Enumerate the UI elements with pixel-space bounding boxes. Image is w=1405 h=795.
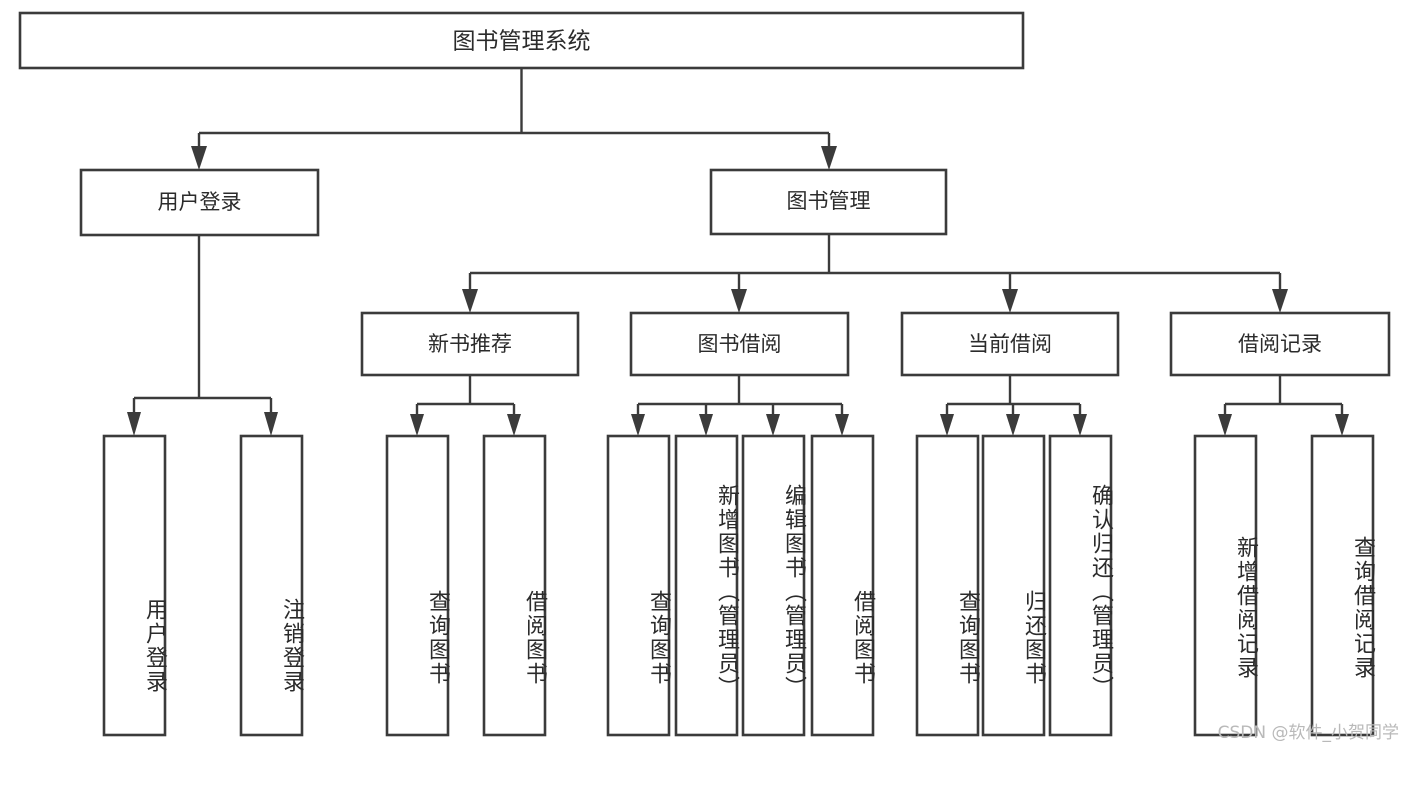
arrow-leaf-add-record (1218, 414, 1232, 436)
arrow-borrow-record (1272, 289, 1288, 313)
arrow-leaf-query-book-3 (940, 414, 954, 436)
node-borrow-record[interactable]: 借阅记录 (1169, 311, 1391, 377)
node-leaf-logout-box[interactable] (239, 434, 304, 737)
node-book-borrow-box[interactable] (629, 311, 850, 377)
node-leaf-return-book-box[interactable] (981, 434, 1046, 737)
node-new-book-recommend-label: 新书推荐 (428, 332, 512, 356)
arrow-leaf-borrow-book-2 (835, 414, 849, 436)
node-current-borrow-box[interactable] (900, 311, 1120, 377)
arrow-leaf-borrow-book-1 (507, 414, 521, 436)
node-leaf-add-record-box[interactable] (1193, 434, 1258, 737)
node-leaf-query-book-3-box[interactable] (915, 434, 980, 737)
arrow-current-borrow (1002, 289, 1018, 313)
arrow-leaf-add-book (699, 414, 713, 436)
node-root[interactable]: 图书管理系统 (18, 11, 1025, 70)
node-user-login-box[interactable] (79, 168, 320, 237)
node-root-label: 图书管理系统 (453, 29, 591, 55)
node-leaf-confirm-return-box[interactable] (1048, 434, 1113, 737)
node-user-login[interactable]: 用户登录 (79, 168, 320, 237)
arrow-leaf-query-book-1 (410, 414, 424, 436)
node-borrow-record-label: 借阅记录 (1238, 332, 1322, 356)
node-root-box[interactable] (18, 11, 1025, 70)
leaf-box-layer (102, 434, 1375, 737)
node-book-borrow-label: 图书借阅 (698, 332, 782, 356)
node-new-book-recommend[interactable]: 新书推荐 (360, 311, 580, 377)
node-new-book-recommend-box[interactable] (360, 311, 580, 377)
arrow-book-manage (821, 146, 837, 170)
arrow-book-borrow (731, 289, 747, 313)
node-current-borrow-label: 当前借阅 (968, 332, 1052, 356)
node-book-borrow[interactable]: 图书借阅 (629, 311, 850, 377)
csdn-watermark: CSDN @软件_小贺同学 (1217, 723, 1399, 743)
node-leaf-query-book-1-box[interactable] (385, 434, 450, 737)
node-leaf-borrow-book-2-box[interactable] (810, 434, 875, 737)
node-book-manage[interactable]: 图书管理 (709, 168, 948, 236)
arrow-leaf-logout (264, 412, 278, 436)
node-book-manage-box[interactable] (709, 168, 948, 236)
node-leaf-edit-book-box[interactable] (741, 434, 806, 737)
connector-layer (127, 68, 1349, 436)
node-leaf-query-book-2-box[interactable] (606, 434, 671, 737)
arrow-user-login (191, 146, 207, 170)
arrow-leaf-query-record (1335, 414, 1349, 436)
arrow-leaf-edit-book (766, 414, 780, 436)
node-current-borrow[interactable]: 当前借阅 (900, 311, 1120, 377)
node-borrow-record-box[interactable] (1169, 311, 1391, 377)
arrow-leaf-user-login (127, 412, 141, 436)
hierarchy-diagram-canvas: 图书管理系统 用户登录 图书管理 新书推荐 图书借阅 当前借阅 借阅记录 (18, 11, 1399, 743)
node-leaf-query-record-box[interactable] (1310, 434, 1375, 737)
node-user-login-label: 用户登录 (158, 190, 242, 214)
arrow-leaf-query-book-2 (631, 414, 645, 436)
arrow-leaf-return-book (1006, 414, 1020, 436)
node-leaf-borrow-book-1-box[interactable] (482, 434, 547, 737)
node-book-manage-label: 图书管理 (787, 189, 871, 213)
arrow-new-book-recommend (462, 289, 478, 313)
arrow-leaf-confirm-return (1073, 414, 1087, 436)
diagram-svg: 图书管理系统 用户登录 图书管理 新书推荐 图书借阅 当前借阅 借阅记录 (18, 11, 1391, 737)
node-leaf-add-book-box[interactable] (674, 434, 739, 737)
node-leaf-user-login-box[interactable] (102, 434, 167, 737)
